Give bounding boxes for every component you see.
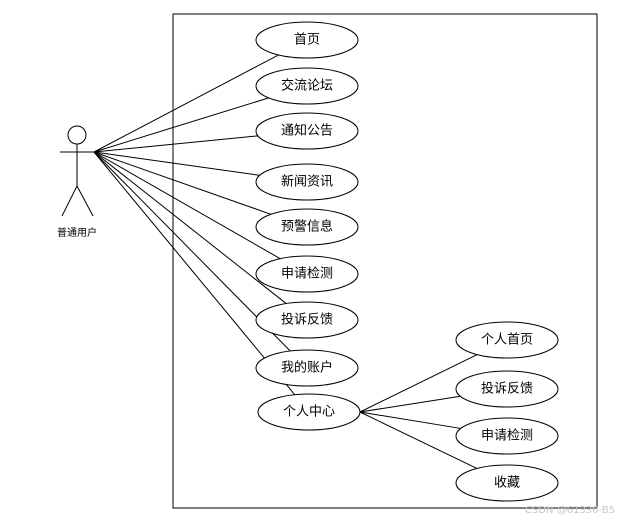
- use-case-label: 申请检测: [281, 267, 333, 282]
- sub-association-line: [359, 354, 478, 413]
- sub-association-line: [359, 395, 461, 413]
- use-case-label: 预警信息: [281, 219, 333, 235]
- use-case-label: 首页: [294, 33, 320, 48]
- sub-use-case-home[interactable]: 个人首页: [455, 321, 559, 359]
- use-case-forum[interactable]: 交流论坛: [255, 67, 359, 105]
- use-case-home[interactable]: 首页: [255, 21, 359, 59]
- use-case-label: 交流论坛: [281, 78, 333, 94]
- use-cases: 首页 交流论坛 通知公告 新闻资讯 预警信息 申请检测 投诉反馈 我的账户: [255, 21, 361, 431]
- actor-association-line: [93, 151, 296, 396]
- actor-association-line: [93, 151, 260, 176]
- use-case-label: 个人中心: [283, 405, 335, 420]
- actor-association-line: [93, 54, 279, 153]
- use-case-account[interactable]: 我的账户: [255, 349, 359, 387]
- actor: 普通用户: [57, 125, 97, 239]
- use-case-warning[interactable]: 预警信息: [255, 208, 359, 246]
- use-case-news[interactable]: 新闻资讯: [255, 163, 359, 201]
- use-case-complaint[interactable]: 投诉反馈: [255, 301, 359, 339]
- actor-association-line: [93, 151, 281, 260]
- sub-use-case-complaint[interactable]: 投诉反馈: [455, 370, 559, 408]
- use-case-label: 新闻资讯: [281, 174, 333, 190]
- sub-use-case-label: 投诉反馈: [481, 381, 533, 397]
- sub-use-case-label: 收藏: [494, 476, 520, 491]
- actor-name: 普通用户: [57, 226, 97, 239]
- sub-association-line: [359, 411, 478, 469]
- actor-association-line: [93, 97, 269, 153]
- use-case-notice[interactable]: 通知公告: [255, 112, 359, 150]
- actor-association-line: [93, 151, 287, 304]
- use-case-label: 我的账户: [281, 360, 333, 376]
- sub-association-line: [359, 411, 461, 429]
- use-case-label: 投诉反馈: [281, 312, 333, 328]
- sub-use-case-favorite[interactable]: 收藏: [455, 464, 559, 502]
- use-case-center[interactable]: 个人中心: [257, 393, 361, 431]
- sub-use-case-apply[interactable]: 申请检测: [455, 417, 559, 455]
- actor-association-line: [93, 135, 258, 153]
- associations: [93, 54, 478, 469]
- use-case-apply[interactable]: 申请检测: [255, 255, 359, 293]
- actor-association-line: [93, 151, 272, 215]
- stick-figure-icon: [60, 125, 94, 217]
- sub-use-case-label: 申请检测: [481, 429, 533, 444]
- sub-use-cases: 个人首页 投诉反馈 申请检测 收藏: [455, 321, 559, 502]
- sub-use-case-label: 个人首页: [481, 333, 533, 348]
- watermark: CSDN @61330-B5: [525, 505, 615, 516]
- use-case-label: 通知公告: [281, 123, 333, 139]
- system-boundary: [172, 13, 598, 509]
